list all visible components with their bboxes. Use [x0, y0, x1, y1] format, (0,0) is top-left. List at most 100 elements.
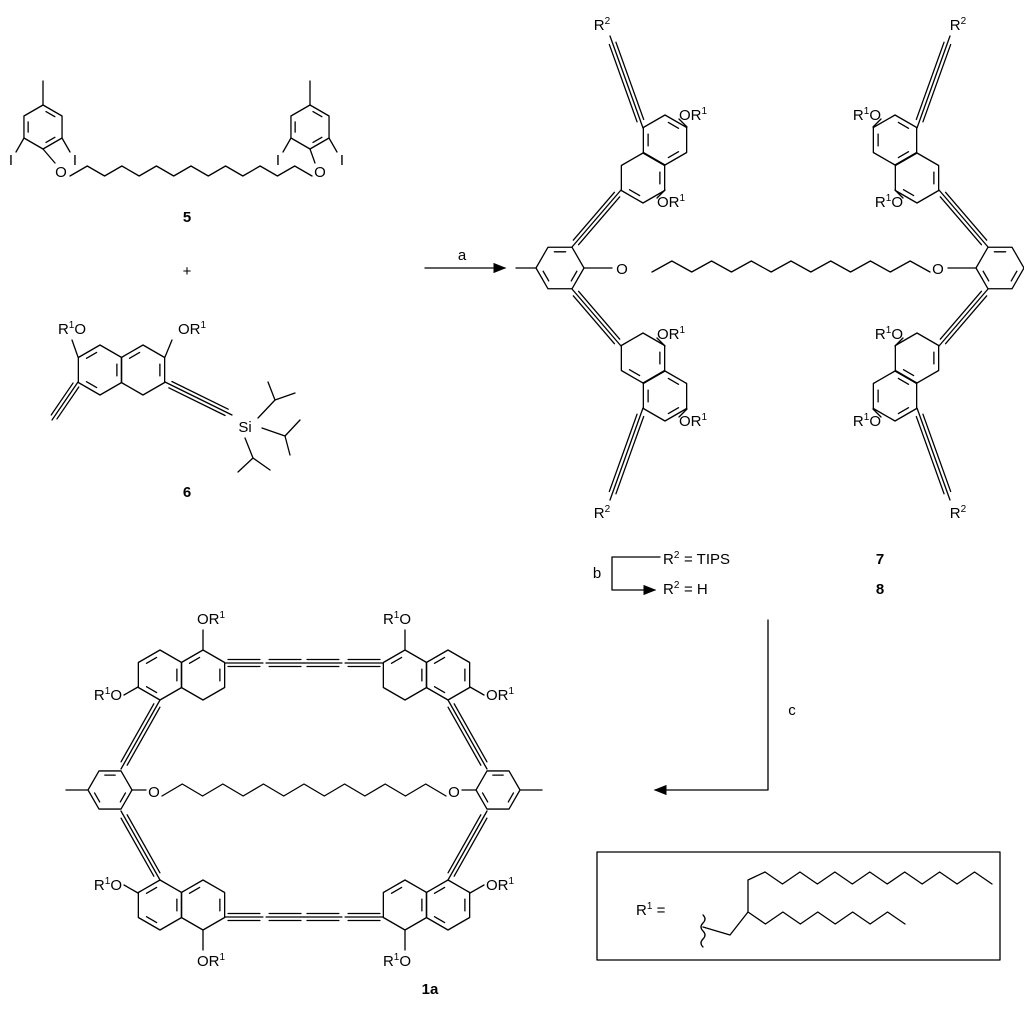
label-part: b	[593, 565, 601, 582]
r1o-label: R1O	[383, 610, 411, 628]
triple-bond	[120, 699, 161, 770]
compound-label-7: 7	[876, 551, 884, 568]
superscript: 1	[394, 952, 400, 963]
label-part: O	[148, 784, 160, 801]
alkyl-chain	[161, 783, 447, 797]
bond	[656, 189, 666, 199]
label-part: OR	[197, 953, 220, 970]
label-part: O	[891, 326, 903, 343]
double-bond	[188, 656, 201, 664]
label-part: O	[399, 611, 411, 628]
aromatic-ring	[180, 879, 226, 931]
label-part: OR	[486, 687, 509, 704]
alkyl-chain	[69, 165, 313, 177]
triple-bond	[120, 810, 161, 881]
aromatic-ring	[23, 104, 63, 150]
double-bond	[433, 656, 446, 664]
double-bond	[1010, 270, 1018, 282]
label-part: R	[383, 953, 394, 970]
superscript: 1	[219, 952, 225, 963]
triple-bond	[447, 810, 488, 881]
double-bond	[667, 121, 680, 129]
label-part: OR	[197, 611, 220, 628]
double-bond	[982, 270, 990, 282]
label-part: I	[340, 152, 344, 169]
r2-label: R2	[594, 16, 611, 34]
aromatic-ring	[382, 649, 428, 701]
double-bond	[667, 377, 680, 385]
triple-bond	[915, 415, 945, 495]
double-bond	[128, 351, 141, 359]
double-bond	[145, 916, 158, 924]
double-bond	[628, 189, 641, 197]
double-bond	[85, 351, 98, 359]
reaction-arrow-c	[653, 619, 769, 796]
oxygen-label: O	[55, 164, 67, 181]
triple-bond	[922, 43, 952, 123]
step-label-b: b	[593, 565, 601, 582]
step-label-c: c	[788, 702, 796, 719]
triple-bond	[938, 189, 989, 248]
or1-label: OR1	[486, 876, 515, 894]
label-part: R	[663, 581, 674, 598]
or1-label: OR1	[657, 193, 686, 211]
triple-bond	[447, 706, 482, 766]
aromatic-ring	[77, 344, 123, 396]
label-part: O	[932, 261, 944, 278]
double-bond	[188, 886, 201, 894]
label-part: R	[94, 687, 105, 704]
double-bond	[433, 686, 446, 694]
label-part: I	[73, 152, 77, 169]
label-part: c	[788, 702, 796, 719]
superscript: 1	[105, 686, 111, 697]
superscript: 1	[509, 876, 515, 887]
label-part: R	[950, 17, 961, 34]
bond	[678, 118, 688, 128]
triple-bond	[608, 43, 638, 123]
triple-bond	[615, 415, 645, 495]
bond	[894, 189, 904, 199]
aromatic-ring	[290, 104, 330, 150]
bond	[469, 686, 485, 696]
triple-bond	[915, 41, 945, 121]
compound-label-6: 6	[183, 484, 191, 501]
r2-label: R2	[950, 504, 967, 522]
double-bond	[433, 916, 446, 924]
bond	[15, 137, 25, 153]
oxygen-label: O	[148, 784, 160, 801]
double-bond	[119, 792, 127, 803]
double-bond	[507, 792, 515, 803]
aromatic-ring	[137, 649, 183, 701]
superscript: 1	[886, 325, 892, 336]
label-part: R	[853, 107, 864, 124]
label-part: R	[58, 321, 69, 338]
label-part: OR	[178, 321, 201, 338]
triple-bond	[571, 189, 622, 248]
oxygen-label: O	[314, 164, 326, 181]
double-bond	[145, 686, 158, 694]
triple-bond	[939, 290, 983, 340]
double-bond	[433, 886, 446, 894]
bond	[328, 137, 338, 153]
superscript: 1	[864, 106, 870, 117]
bond	[702, 871, 766, 936]
label-part: O	[891, 194, 903, 211]
label-part: R	[875, 326, 886, 343]
triple-bond	[453, 703, 488, 763]
triple-bond	[577, 290, 621, 340]
double-bond	[85, 381, 98, 389]
bond	[872, 408, 882, 418]
bond	[164, 339, 173, 358]
triple-bond	[171, 380, 229, 410]
oxygen-label: O	[932, 261, 944, 278]
label-part: R	[94, 877, 105, 894]
triple-bond	[608, 413, 638, 493]
triple-bond	[126, 814, 161, 874]
iodine-label: I	[73, 152, 77, 169]
superscript: 1	[647, 901, 653, 912]
bond	[71, 339, 79, 358]
label-part: OR	[679, 413, 702, 430]
decyl-chain	[764, 871, 993, 885]
